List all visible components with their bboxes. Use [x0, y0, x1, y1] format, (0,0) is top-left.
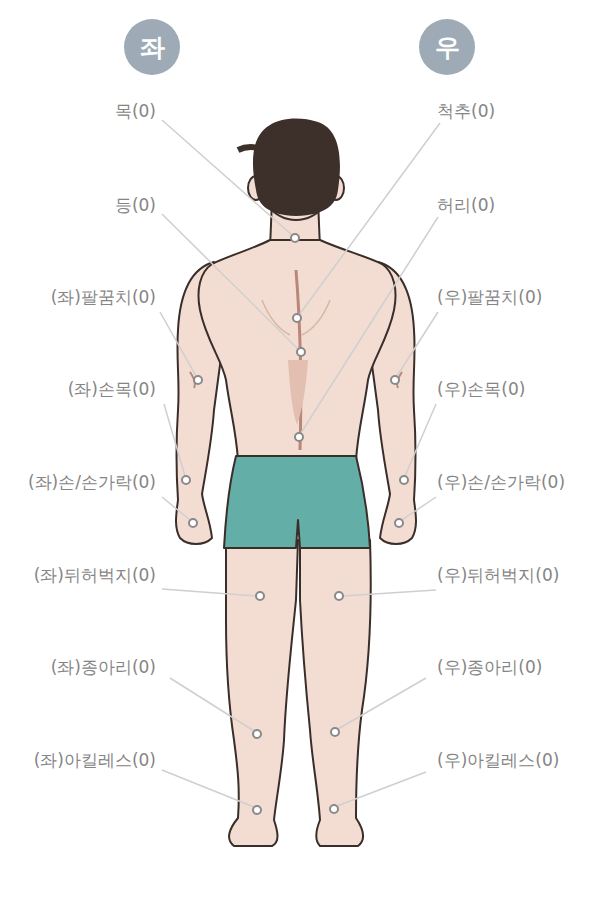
side-badge: 우	[419, 19, 475, 75]
body-part-label: 척추(0)	[437, 100, 495, 122]
body-part-label: (우)팔꿈치(0)	[437, 286, 542, 308]
body-part-label: (우)뒤허벅지(0)	[437, 564, 559, 586]
body-part-label: (우)손목(0)	[437, 378, 525, 400]
body-part-label: (좌)아킬레스(0)	[34, 749, 156, 771]
body-part-label: (우)종아리(0)	[437, 656, 542, 678]
side-text: 좌	[140, 35, 165, 60]
side-badge: 좌	[124, 19, 180, 75]
body-part-label: (우)손/손가락(0)	[437, 471, 565, 493]
side-text: 우	[435, 35, 460, 60]
body-part-label: (좌)손/손가락(0)	[28, 471, 156, 493]
body-part-label: 허리(0)	[437, 194, 495, 216]
body-part-label: (좌)손목(0)	[68, 378, 156, 400]
body-part-label: (좌)종아리(0)	[51, 656, 156, 678]
body-part-label: (좌)팔꿈치(0)	[51, 286, 156, 308]
body-part-label: 목(0)	[115, 100, 156, 122]
body-part-label: 등(0)	[115, 194, 156, 216]
body-part-label: (좌)뒤허벅지(0)	[34, 564, 156, 586]
body-part-label: (우)아킬레스(0)	[437, 749, 559, 771]
